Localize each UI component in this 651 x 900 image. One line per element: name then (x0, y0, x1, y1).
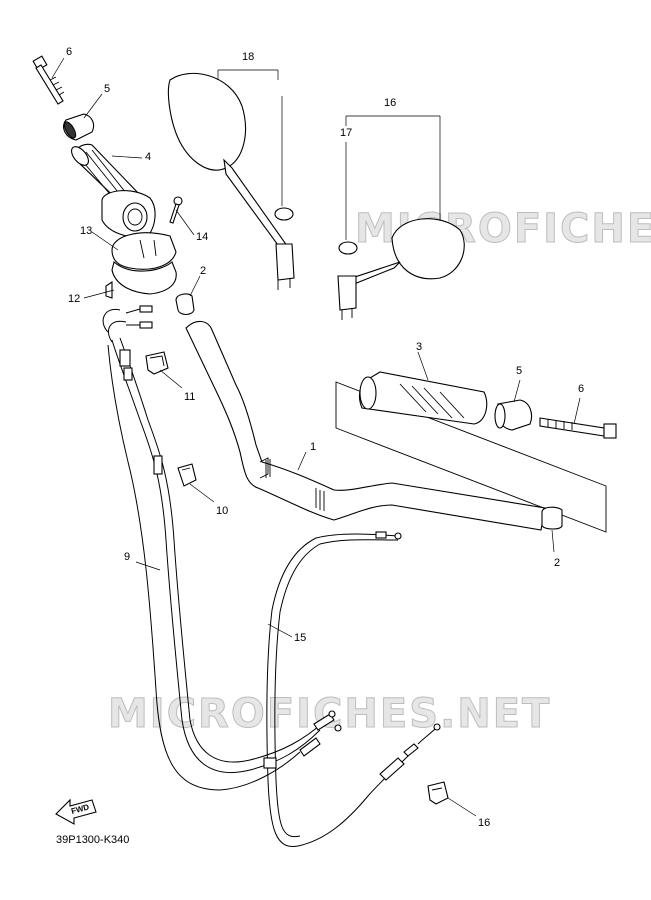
throttle-cable-part-7[interactable] (107, 337, 342, 791)
grip-part-3-right[interactable] (359, 371, 488, 425)
callout-17: 18 (242, 51, 254, 63)
diagram-code: 39P1300-K340 (56, 834, 129, 846)
collar-part-2-left[interactable] (175, 293, 195, 316)
callout-10: 12 (68, 293, 80, 305)
clamp-part-8[interactable] (177, 463, 197, 487)
collar-part-2-right[interactable] (541, 506, 563, 530)
callout-6-right: 6 (578, 383, 584, 395)
callout-3: 3 (416, 341, 422, 353)
screw-part-12[interactable] (169, 196, 183, 224)
callout-16: 17 (340, 127, 352, 139)
cable-ends-upper[interactable] (102, 305, 153, 343)
handlebar-part-1[interactable] (185, 320, 546, 531)
right-grip-box (335, 381, 607, 533)
callout-13: 15 (294, 632, 306, 644)
callout-5-right: 5 (516, 365, 522, 377)
callout-9: 11 (184, 391, 195, 403)
callout-14: 16 (478, 817, 490, 829)
leader-lines (51, 57, 581, 817)
callout-11: 13 (80, 225, 92, 237)
housing-part-10-11[interactable] (105, 232, 177, 299)
clamp-part-14[interactable] (427, 781, 449, 805)
bar-end-weight-part-5-left[interactable] (62, 113, 95, 141)
callout-15: 16 (384, 97, 396, 109)
mirror-part-15-right[interactable] (337, 218, 465, 320)
bar-end-weight-part-5-right[interactable] (494, 399, 533, 431)
clutch-cable-part-13[interactable] (263, 531, 441, 847)
callout-1: 1 (310, 441, 316, 453)
callout-2-left: 2 (200, 265, 206, 277)
fwd-arrow-icon: FWD (55, 798, 97, 825)
callout-6-left: 6 (66, 46, 72, 58)
callout-2-right: 2 (554, 557, 560, 569)
callout-7: 9 (124, 551, 130, 563)
callout-labels: 6 5 4 14 13 12 2 11 10 9 15 1 3 5 6 2 16… (66, 46, 584, 829)
bolt-part-6-right[interactable] (539, 417, 617, 439)
callout-4: 4 (145, 151, 151, 163)
callout-8: 10 (216, 505, 228, 517)
callout-12: 14 (196, 231, 208, 243)
callout-5-left: 5 (104, 83, 110, 95)
mirror-part-17-left[interactable] (167, 72, 295, 290)
bolt-part-6-left[interactable] (32, 55, 65, 105)
clamp-part-9[interactable] (145, 351, 169, 375)
throttle-housing[interactable] (101, 190, 156, 238)
